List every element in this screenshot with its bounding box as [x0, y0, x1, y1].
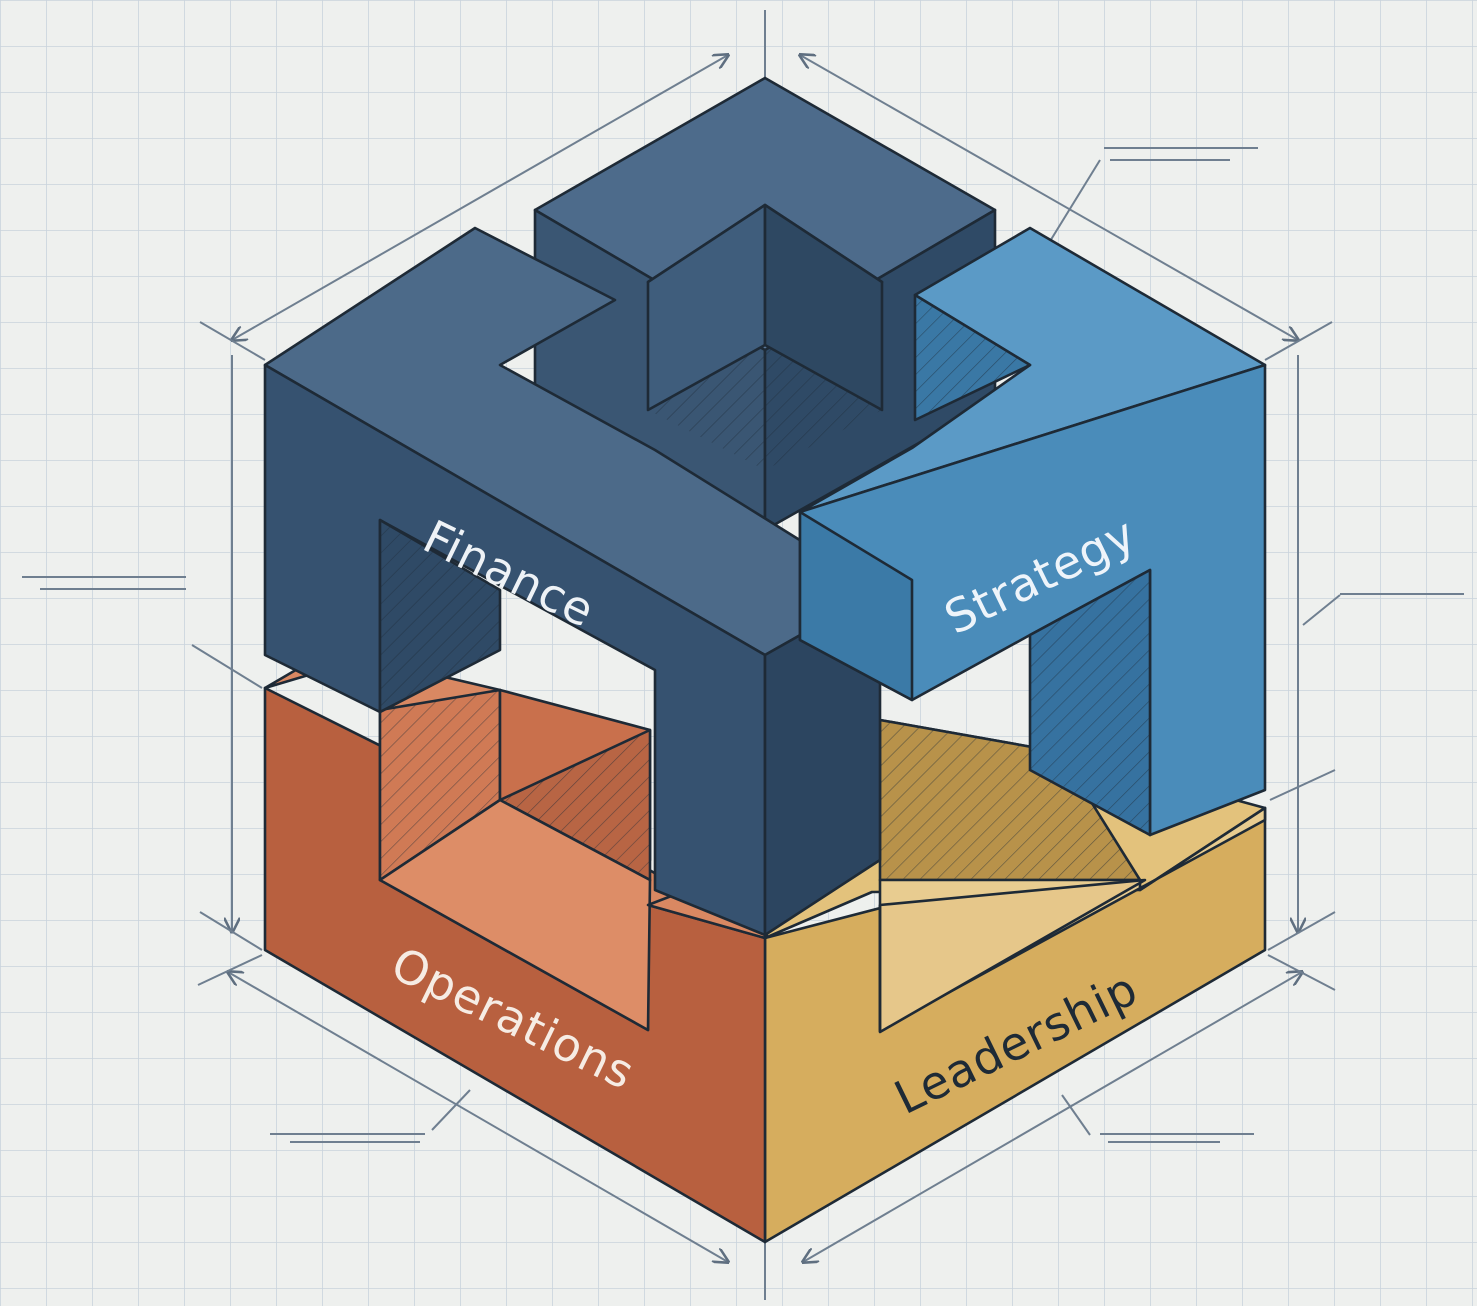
dimension-lines [22, 10, 1464, 1300]
strategy-block [798, 226, 1267, 837]
finance-block [263, 226, 882, 937]
operations-block [263, 648, 767, 1244]
